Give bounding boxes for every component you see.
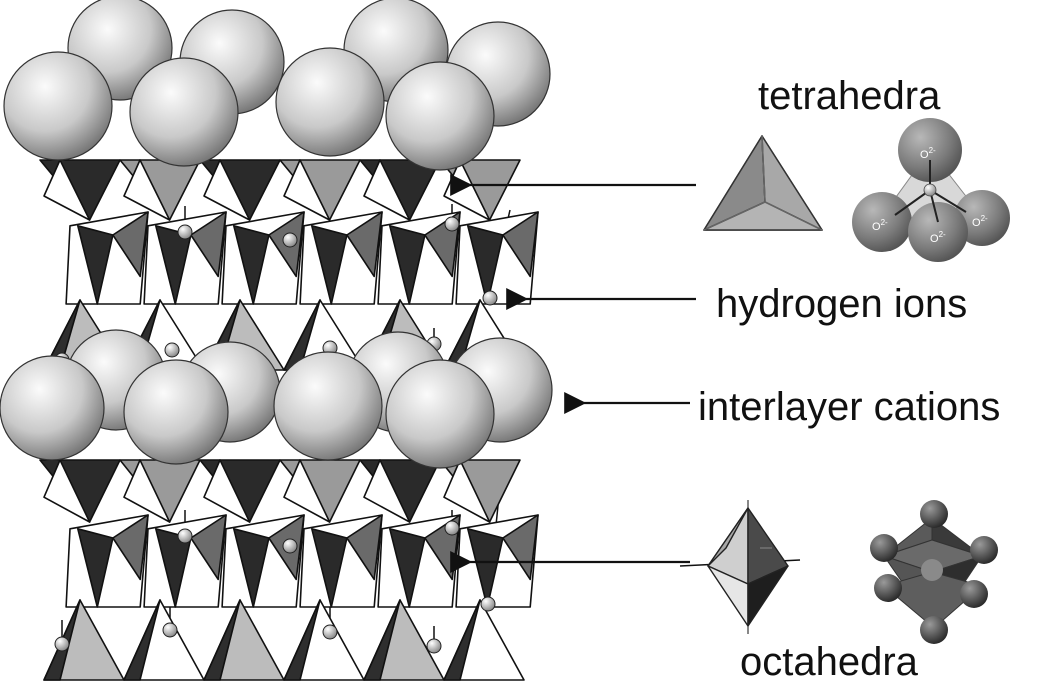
label-hydrogen-ions: hydrogen ions — [716, 282, 968, 326]
octahedral-sheet-2 — [65, 514, 539, 608]
oxygen-label-front: O2- — [930, 230, 946, 245]
tetrahedral-sheet-2-lower — [43, 599, 525, 681]
interlayer-cations-middle — [0, 329, 553, 469]
oxygen-label-top: O2- — [920, 146, 936, 161]
label-tetrahedra: tetrahedra — [758, 74, 941, 118]
oxygen-label-right: O2- — [972, 214, 988, 229]
arrows — [450, 174, 696, 573]
octahedron-polyhedron-icon — [679, 500, 801, 634]
tetrahedron-polyhedron-icon — [703, 135, 823, 231]
tetrahedral-sheet-1-upper — [39, 159, 521, 221]
label-octahedra: octahedra — [740, 640, 918, 684]
octahedron-ball-model-icon — [870, 500, 998, 644]
interlayer-cations-top — [3, 0, 551, 171]
crystal-structure — [0, 0, 553, 681]
octahedral-sheet-1 — [65, 211, 539, 305]
tetrahedron-ball-model-icon: O2- O2- O2- O2- — [852, 118, 1010, 262]
hydrogen-atoms — [54, 216, 498, 654]
tetrahedral-sheet-2-upper — [39, 459, 521, 523]
oxygen-label-left: O2- — [872, 218, 888, 233]
label-interlayer-cations: interlayer cations — [698, 385, 1001, 429]
